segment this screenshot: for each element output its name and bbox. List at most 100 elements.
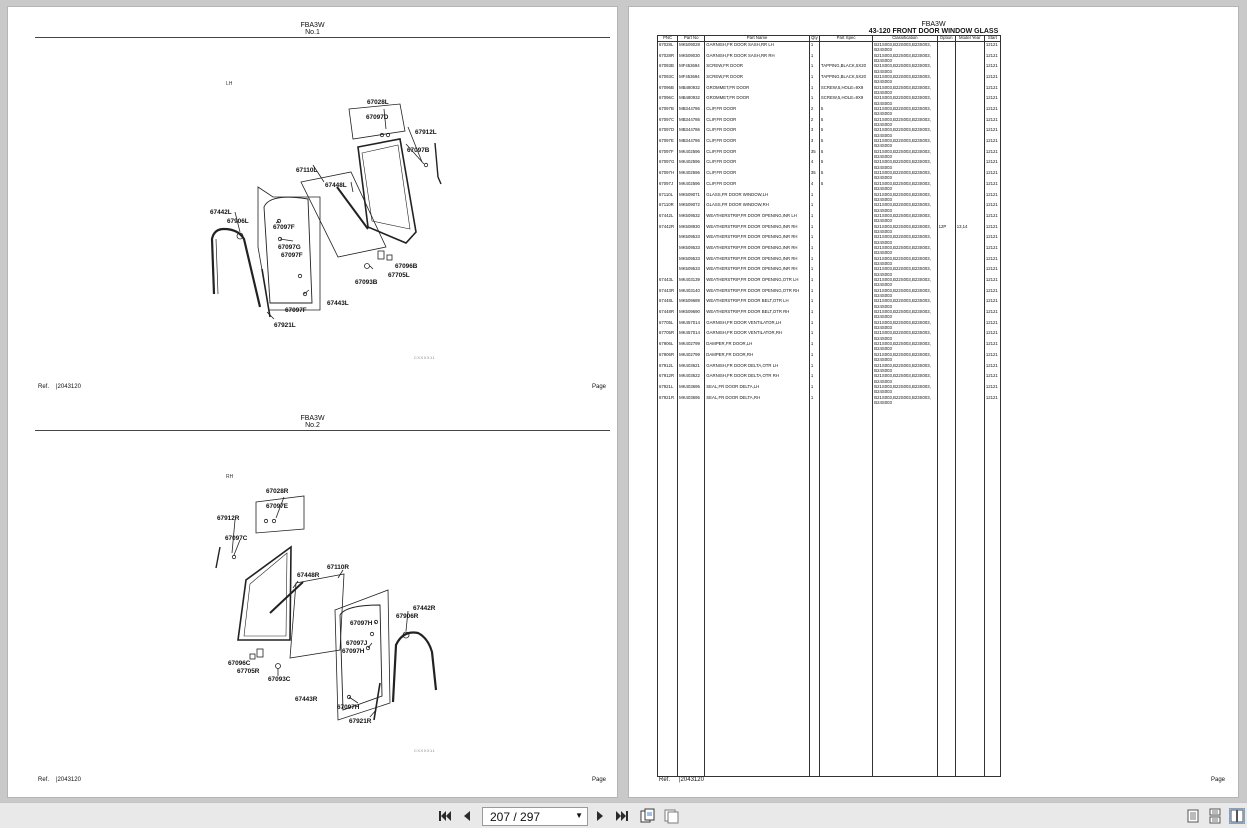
- table-cell-pnc: 67448L: [656, 298, 679, 310]
- table-cell-name: DAMPER,FR DOOR,LH: [704, 341, 810, 352]
- table-cell-name: CLIP,FR DOOR: [704, 180, 810, 192]
- classification-line: B24S003: [874, 132, 892, 138]
- table-cell-qty: 1: [808, 244, 820, 256]
- table-cell-cls: B21S003,B22S003,B23S003,B24S003: [872, 266, 938, 278]
- callout: 67921R: [349, 718, 372, 725]
- table-cell-cls: B21S003,B22S003,B23S003,B24S003: [872, 191, 938, 203]
- table-cell-qty: 1: [808, 266, 820, 278]
- table-cell-year: [954, 95, 985, 107]
- parts-list-page: FBA3W 43-120 FRONT DOOR WINDOW GLASS PNC…: [628, 6, 1239, 798]
- classification-line: B21S003,B22S003,B23S003,: [874, 127, 931, 133]
- table-cell-start: 12121: [983, 244, 1002, 256]
- table-cell-part-no: MK403621: [677, 362, 706, 374]
- table-cell-name: GARNISH,FR DOOR SASH,RR RH: [704, 52, 810, 64]
- classification-line: B24S003: [874, 207, 892, 213]
- table-cell-cls: B21S003,B22S003,B23S003,B24S003: [872, 170, 938, 181]
- rotate-view-button[interactable]: [640, 808, 656, 824]
- table-cell-qty: 1: [808, 52, 820, 64]
- table-cell-pnc: [656, 234, 679, 245]
- table-cell-option: [936, 309, 956, 320]
- table-cell-pnc: 67028L: [656, 41, 679, 53]
- classification-line: B21S003,B22S003,B23S003,: [874, 319, 931, 325]
- table-cell-part-no: MK403622: [677, 373, 706, 384]
- table-cell-qty: 2: [808, 116, 820, 128]
- two-page-icon: [1230, 809, 1244, 823]
- table-cell-part-no: MF453694: [677, 63, 706, 74]
- table-cell-option: [936, 170, 956, 181]
- table-cell-start: 12121: [983, 116, 1002, 128]
- table-cell-spec: [818, 309, 874, 320]
- table-cell-qty: 4: [808, 180, 820, 192]
- table-cell-name: CLIP,FR DOOR: [704, 116, 810, 128]
- table-cell-pnc: 67097G: [656, 159, 679, 171]
- table-cell-part-no: MK509690: [677, 309, 706, 320]
- callout: 67442L: [210, 209, 232, 216]
- table-cell-cls: B21S003,B22S003,B23S003,B24S003: [872, 351, 938, 363]
- table-cell-cls: B21S003,B22S003,B23S003,B24S003: [872, 383, 938, 395]
- table-cell-pnc: 67110R: [656, 202, 679, 213]
- table-cell-pnc: 67443R: [656, 287, 679, 299]
- table-cell-part-no: MK402799: [677, 341, 706, 352]
- table-cell-pnc: 67097E: [656, 138, 679, 149]
- table-cell-start: 12121: [983, 223, 1002, 235]
- prev-page-button[interactable]: [460, 808, 474, 824]
- table-cell-pnc: 67110L: [656, 191, 679, 203]
- table-cell-part-no: MK402799: [677, 351, 706, 363]
- table-cell-part-no: MK402596: [677, 159, 706, 171]
- table-cell-spec: [818, 266, 874, 278]
- table-cell-spec: SCREW,5,HOLE=9X9: [818, 84, 874, 96]
- table-cell-part-no: MB344786: [677, 106, 706, 117]
- table-cell-option: [936, 244, 956, 256]
- last-page-button[interactable]: [614, 808, 630, 824]
- table-cell-option: [936, 148, 956, 160]
- table-cell-qty: 35: [808, 148, 820, 160]
- table-cell-spec: [818, 383, 874, 395]
- table-cell-name: SEAL,FR DOOR DELTA,LH: [704, 383, 810, 395]
- single-page-view-button[interactable]: [1186, 808, 1200, 824]
- first-page-button[interactable]: [437, 808, 453, 824]
- table-cell-name: GARNISH,FR DOOR VENTILATOR,LH: [704, 319, 810, 331]
- table-cell-cls: B21S003,B22S003,B23S003,B24S003: [872, 277, 938, 288]
- callout: 67097F: [273, 224, 295, 231]
- table-cell-qty: 1: [808, 319, 820, 331]
- callout: 67906L: [227, 218, 249, 225]
- two-page-view-button[interactable]: [1229, 808, 1245, 824]
- diagram-number: No.1: [305, 29, 320, 36]
- callout: 67097D: [366, 114, 389, 121]
- garnish-sash-shape: [348, 103, 406, 140]
- table-cell-part-no: MB344786: [677, 127, 706, 139]
- table-cell-pnc: 67443L: [656, 277, 679, 288]
- page-number-select[interactable]: 207 / 297 ▼: [482, 807, 588, 826]
- continuous-view-button[interactable]: [1208, 808, 1222, 824]
- table-cell-spec: [818, 319, 874, 331]
- table-cell-part-no: MB480932: [677, 84, 706, 96]
- empty-cell: [983, 405, 1002, 778]
- classification-line: B24S003: [874, 47, 892, 53]
- table-cell-option: [936, 330, 956, 342]
- table-cell-option: [936, 127, 956, 139]
- empty-cell: [936, 405, 956, 778]
- next-page-button[interactable]: [593, 808, 607, 824]
- table-cell-year: [954, 52, 985, 64]
- table-cell-part-no: MK509030: [677, 52, 706, 64]
- table-cell-pnc: 67921R: [656, 394, 679, 406]
- callout: 67097F: [281, 252, 303, 259]
- classification-line: B21S003,B22S003,B23S003,: [874, 84, 931, 90]
- table-cell-start: 12121: [983, 298, 1002, 310]
- callout: 67097E: [266, 503, 289, 510]
- table-cell-name: GARNISH,FR DOOR DELTA,OTR LH: [704, 362, 810, 374]
- table-cell-cls: B21S003,B22S003,B23S003,B24S003: [872, 255, 938, 267]
- table-cell-part-no: MK509533: [677, 244, 706, 256]
- table-cell-year: [954, 148, 985, 160]
- classification-line: B21S003,B22S003,B23S003,: [874, 287, 931, 293]
- column-header: Classification: [872, 35, 938, 42]
- table-cell-qty: 1: [808, 309, 820, 320]
- table-cell-part-no: MK403140: [677, 287, 706, 299]
- thumbnail-button[interactable]: [663, 808, 679, 824]
- callout: 67443R: [295, 696, 318, 703]
- empty-cell: [704, 405, 810, 778]
